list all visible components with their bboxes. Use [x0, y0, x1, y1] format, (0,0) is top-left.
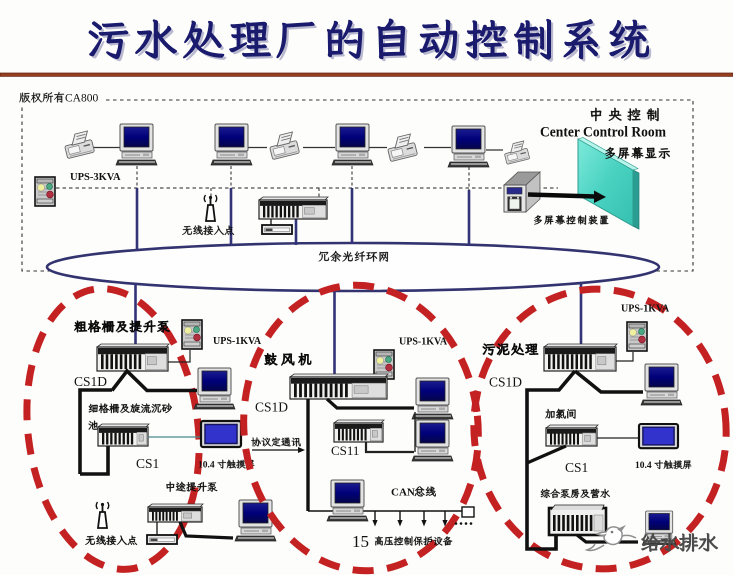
svg-text:CS1D: CS1D	[74, 374, 107, 389]
svg-text:CS1: CS1	[136, 456, 159, 471]
svg-text:10.4: 10.4	[635, 461, 652, 471]
svg-text:CS1D: CS1D	[489, 375, 522, 390]
svg-text:CS11: CS11	[331, 443, 359, 458]
svg-text:Center Control Room: Center Control Room	[540, 125, 666, 141]
svg-text:UPS-1KVA: UPS-1KVA	[399, 337, 448, 348]
svg-text:UPS-3KVA: UPS-3KVA	[70, 172, 121, 183]
svg-text:CAN: CAN	[391, 487, 415, 499]
svg-text:UPS-1KVA: UPS-1KVA	[621, 304, 670, 315]
svg-text:CS1: CS1	[565, 460, 588, 475]
svg-text:10.4: 10.4	[198, 461, 215, 471]
svg-text:CA800: CA800	[65, 93, 98, 105]
svg-text:UPS-1KVA: UPS-1KVA	[213, 336, 262, 347]
svg-text:15: 15	[352, 532, 369, 551]
svg-text:CS1D: CS1D	[255, 400, 288, 415]
